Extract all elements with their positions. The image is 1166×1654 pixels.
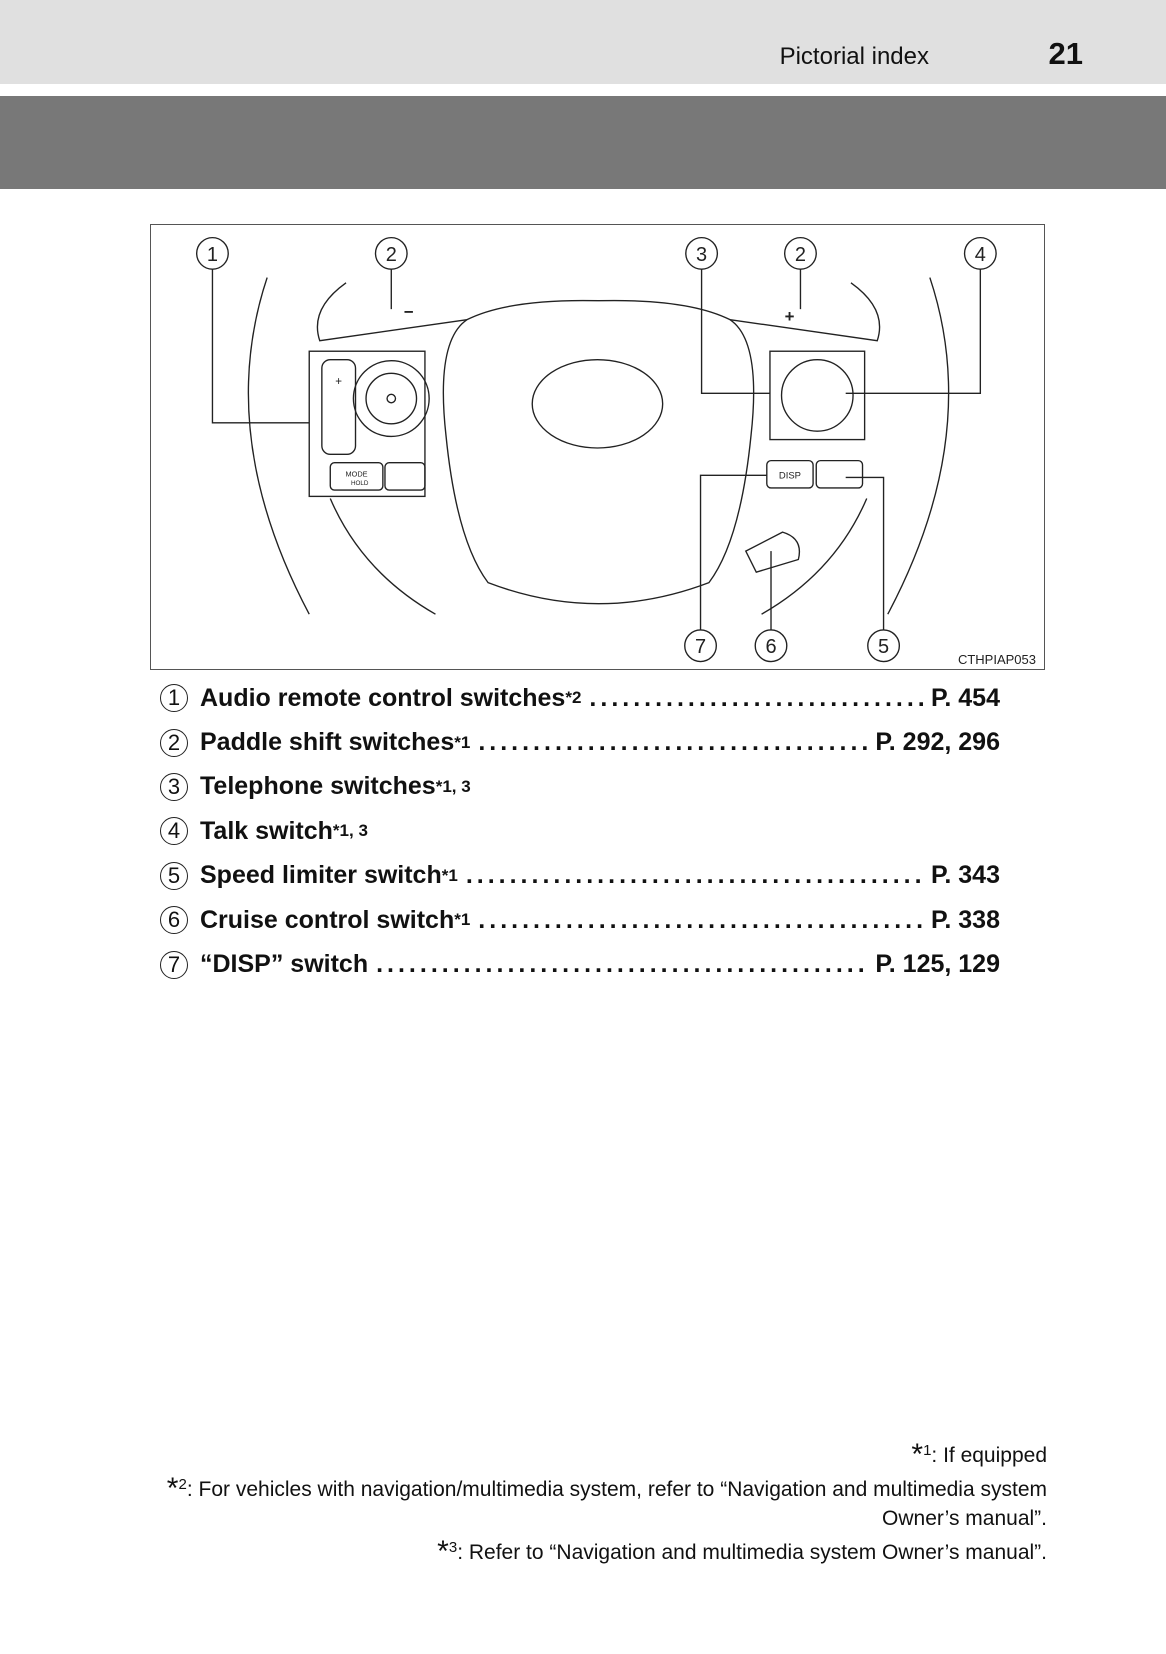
leader-dots: ........................................…: [465, 861, 923, 890]
list-item: 2 Paddle shift switches*1................…: [160, 720, 1000, 764]
item-label: Cruise control switch: [200, 905, 455, 934]
item-number: 2: [160, 728, 188, 757]
page-reference[interactable]: P. 338: [930, 905, 1000, 934]
audio-dial: [352, 360, 430, 438]
item-footnote-ref: *1: [441, 865, 458, 885]
back-button: [384, 462, 426, 491]
leader-dots: ........................................…: [376, 950, 867, 979]
speed-limiter-button: [815, 459, 864, 489]
mode-label: MODE: [346, 469, 368, 478]
item-number: 4: [160, 817, 188, 846]
wheel-rim-right: [887, 277, 950, 615]
page-reference[interactable]: P. 454: [930, 683, 1000, 712]
list-item: 4 Talk switch*1, 3: [160, 809, 1000, 853]
audio-switch-panel: [308, 350, 426, 498]
component-list: 1 Audio remote control switches*2........…: [160, 676, 1000, 987]
item-footnote-ref: *1, 3: [332, 821, 368, 841]
footnotes: *1: If equipped *2: For vehicles with na…: [127, 1436, 1047, 1567]
footnote-mark: *: [911, 1438, 924, 1471]
callout-5: 5: [878, 636, 889, 658]
page-header: Pictorial index 21: [0, 0, 1166, 84]
disp-button: [766, 459, 814, 489]
item-number: 3: [160, 772, 188, 801]
item-number: 5: [160, 861, 188, 890]
item-footnote-ref: *2: [565, 688, 582, 708]
paddle-plus-label: +: [785, 307, 795, 326]
steering-wheel-illustration: + MODE HOLD − DISP + 1 2 3 2 4: [195, 236, 997, 663]
callout-1: 1: [207, 244, 218, 266]
page-reference[interactable]: P. 343: [930, 861, 1000, 890]
wheel-rim-left: [247, 277, 310, 615]
item-label: Audio remote control switches: [200, 683, 566, 712]
item-footnote-ref: *1: [454, 910, 471, 930]
footnote-text: : For vehicles with navigation/multimedi…: [186, 1478, 1047, 1530]
list-item: 3 Telephone switches*1, 3: [160, 765, 1000, 809]
footnote-2: *2: For vehicles with navigation/multime…: [127, 1470, 1047, 1533]
page-reference[interactable]: P. 292, 296: [875, 728, 1000, 757]
plus-label: +: [335, 376, 342, 388]
disp-label: DISP: [779, 471, 801, 482]
footnote-text: : If equipped: [931, 1444, 1047, 1467]
item-footnote-ref: *1: [454, 732, 471, 752]
leader-dots: ........................................…: [478, 728, 867, 757]
callout-2-right: 2: [795, 244, 806, 266]
steering-wheel-figure: + MODE HOLD − DISP + 1 2 3 2 4: [150, 224, 1045, 670]
item-label: Speed limiter switch: [200, 861, 442, 890]
item-number: 7: [160, 950, 188, 979]
paddle-minus-label: −: [404, 303, 414, 322]
footnote-number: 3: [448, 1539, 458, 1556]
figure-code: CTHPIAP053: [957, 652, 1036, 667]
item-footnote-ref: *1, 3: [435, 776, 471, 796]
page-number: 21: [1048, 36, 1083, 71]
horn-emblem: [531, 358, 664, 449]
volume-switch: [321, 358, 357, 455]
list-item: 5 Speed limiter switch*1.................…: [160, 854, 1000, 898]
callout-4: 4: [975, 244, 986, 266]
footnote-1: *1: If equipped: [127, 1436, 1047, 1470]
item-label: Paddle shift switches: [200, 728, 455, 757]
mode-button: [329, 462, 384, 491]
footnote-mark: *: [437, 1535, 449, 1568]
wheel-hub: [442, 299, 755, 605]
footnote-number: 2: [178, 1476, 187, 1493]
footnote-text: : Refer to “Navigation and multimedia sy…: [457, 1541, 1047, 1564]
list-item: 1 Audio remote control switches*2........…: [160, 676, 1000, 720]
callout-6: 6: [765, 636, 776, 658]
item-label: “DISP” switch: [200, 950, 369, 979]
telephone-switch: [780, 358, 854, 432]
item-label: Telephone switches: [200, 772, 436, 801]
item-number: 1: [160, 684, 188, 713]
footnote-number: 1: [923, 1442, 932, 1459]
footnote-3: *3: Refer to “Navigation and multimedia …: [127, 1533, 1047, 1567]
list-item: 7 “DISP” switch..........................…: [160, 942, 1000, 986]
item-label: Talk switch: [200, 816, 333, 845]
leader-dots: ........................................…: [478, 905, 923, 934]
list-item: 6 Cruise control switch*1................…: [160, 898, 1000, 942]
callout-3: 3: [696, 244, 707, 266]
item-number: 6: [160, 906, 188, 935]
cruise-control-lever: [744, 531, 801, 573]
hold-label: HOLD: [351, 480, 369, 487]
footnote-mark: *: [166, 1472, 179, 1505]
page-reference[interactable]: P. 125, 129: [875, 950, 1000, 979]
telephone-switch-panel: [769, 350, 866, 441]
section-title: Pictorial index: [779, 43, 929, 70]
callout-2-left: 2: [386, 244, 397, 266]
leader-dots: ........................................…: [589, 683, 923, 712]
header-band: [0, 96, 1166, 189]
callout-7: 7: [695, 636, 706, 658]
